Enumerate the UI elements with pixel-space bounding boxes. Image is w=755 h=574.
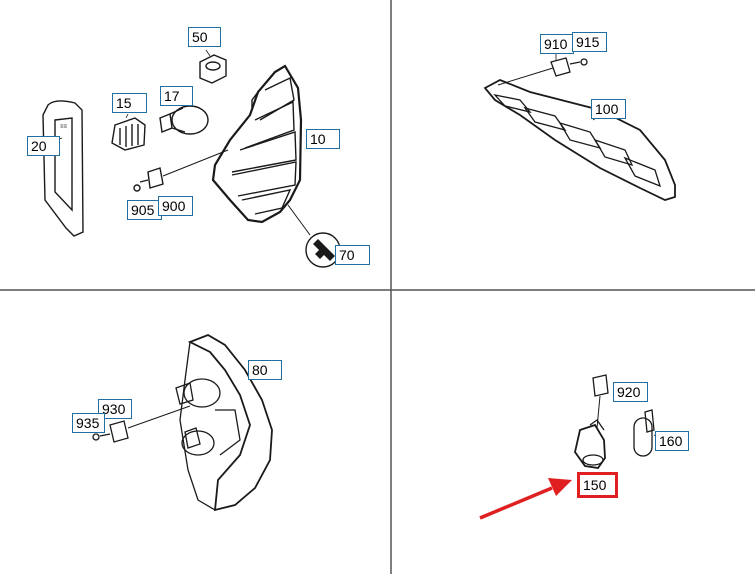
reflector-strip-group [483, 52, 676, 201]
lamp-rear-group [92, 334, 273, 512]
callout-label-920: 920 [613, 382, 648, 402]
callout-label-915: 915 [572, 32, 607, 52]
wrench-symbol-70 [287, 204, 341, 268]
callout-label-910: 910 [540, 34, 574, 54]
callout-label-50: 50 [188, 27, 221, 47]
connector-part-900 [133, 149, 229, 192]
connector-part-910 [497, 52, 588, 86]
lamp-housing-part-80 [175, 334, 273, 512]
callout-label-10: 10 [306, 129, 340, 149]
bulb-part-17 [159, 105, 209, 135]
callout-label-900: 900 [158, 196, 193, 216]
callout-label-930: 930 [98, 399, 132, 419]
bulb-holder-part-15 [111, 113, 146, 151]
callout-label-100: 100 [591, 99, 626, 119]
callout-label-935: 935 [72, 413, 105, 433]
callout-label-20: 20 [27, 136, 60, 156]
callout-label-70: 70 [335, 245, 370, 265]
svg-text:≡≡: ≡≡ [60, 124, 68, 130]
lamp-housing-part-10 [211, 64, 303, 224]
nut-part-50 [199, 49, 227, 84]
taillamp-assembly-group: ≡≡ [39, 49, 341, 268]
callout-label-15: 15 [112, 93, 147, 113]
gasket-part-20: ≡≡ [39, 100, 84, 237]
reflector-strip-part-100 [483, 79, 676, 201]
callout-label-160: 160 [655, 431, 689, 451]
callout-label-150-highlighted: 150 [577, 472, 618, 498]
red-arrow-icon [479, 478, 572, 520]
callout-label-905: 905 [127, 200, 162, 220]
connector-part-930 [92, 405, 191, 443]
connector-part-920 [592, 374, 609, 429]
callout-label-80: 80 [248, 360, 282, 380]
callout-label-17: 17 [160, 86, 193, 106]
bulb-socket-part-150 [574, 419, 606, 469]
